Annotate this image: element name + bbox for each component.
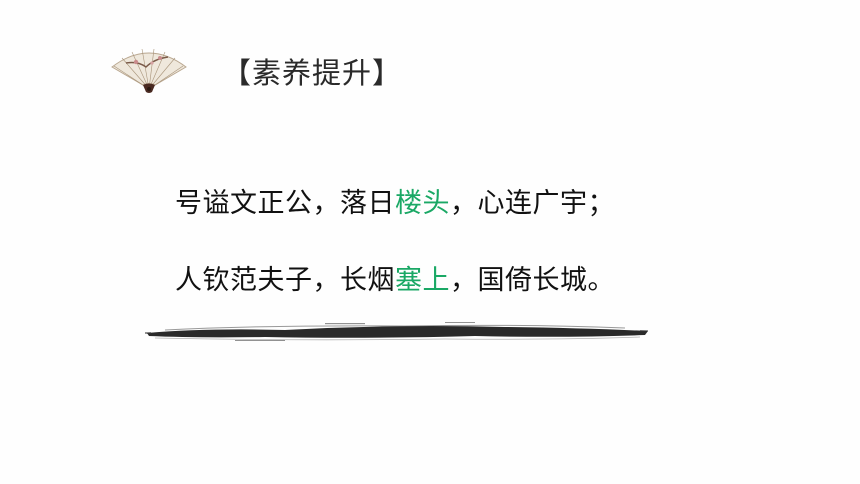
couplet-line-1-part-1: 号谥文正公，落日: [175, 188, 395, 219]
couplet-line-2-highlight: 塞上: [395, 265, 450, 296]
couplet-line-2: 人钦范夫子，长烟塞上，国倚长城。: [175, 258, 735, 297]
brush-stroke-divider: [145, 322, 648, 341]
couplet-line-2-part-1: 人钦范夫子，长烟: [175, 265, 395, 296]
couplet-line-1-part-2: ，心连广宇；: [450, 188, 615, 219]
folding-fan-icon: [111, 48, 187, 93]
section-title: 【素养提升】: [222, 56, 403, 90]
couplet-line-1-highlight: 楼头: [395, 188, 450, 219]
couplet-line-1: 号谥文正公，落日楼头，心连广宇；: [175, 181, 735, 220]
couplet-line-2-part-2: ，国倚长城。: [450, 265, 615, 296]
